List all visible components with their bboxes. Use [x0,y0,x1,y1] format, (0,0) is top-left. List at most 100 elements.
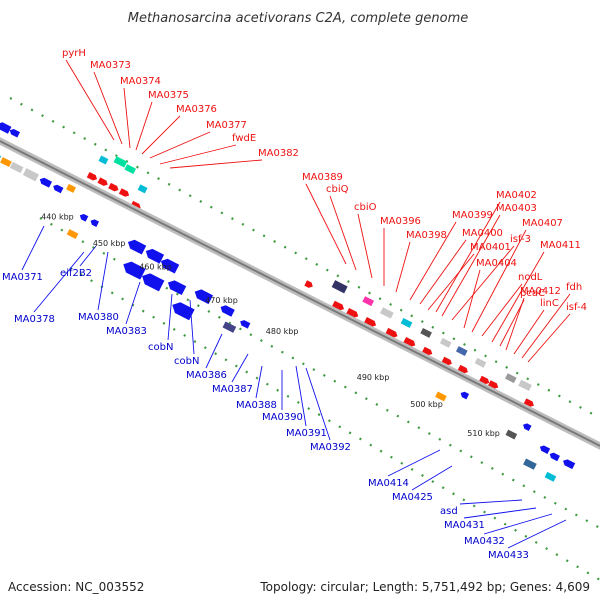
kbp-tick-label: 450 kbp [93,239,126,248]
forward-gene-label: MA0382 [258,148,299,159]
forward-leader [169,159,263,169]
forward-leader [427,253,475,311]
reverse-gene-label: MA0392 [310,442,351,453]
forward-gene-label: MA0399 [452,210,493,221]
reverse-gene-label: asd [440,506,458,517]
gene-low-5 [523,458,537,470]
gene-top-3 [86,171,98,181]
gene-mid-11 [220,305,235,317]
gene-mid-5 [160,258,180,274]
reverse-leader [97,251,109,311]
gene-mid-6 [123,261,146,280]
forward-leader [435,201,501,313]
forward-leader [419,239,467,305]
forward-gene-label: MA0401 [470,242,511,253]
forward-leader [491,251,545,343]
forward-gene-label: pcaC [520,288,545,299]
reverse-gene-label: MA0386 [186,370,227,381]
reverse-gene-label: MA0371 [2,272,43,283]
reverse-gene-label: eif2B2 [60,268,92,279]
forward-gene-label: MA0389 [302,172,343,183]
reverse-leader [459,499,523,505]
kbp-tick-label: 490 kbp [357,373,390,382]
gene-low-1 [460,391,470,400]
map-title: Methanosarcina acetivorans C2A, complete… [128,11,469,26]
forward-gene-label: MA0374 [120,76,161,87]
forward-gene-label: MA0376 [176,104,217,115]
reverse-leader [167,293,173,341]
gene-mid-3 [127,239,147,255]
gene-right-19 [504,373,517,384]
forward-leader [149,131,211,159]
forward-gene-label: cbiO [354,202,377,213]
forward-gene-label: MA0404 [476,258,517,269]
gene-mid-10 [172,302,195,321]
forward-gene-label: MA0403 [496,203,537,214]
kbp-tick-label: 480 kbp [266,327,299,336]
gene-features [0,122,576,482]
reverse-gene-label: MA0433 [488,550,529,561]
gene-mid-2 [66,229,79,239]
reverse-leader [21,225,45,271]
gene-left-2 [0,151,2,162]
gene-mid-8 [167,280,187,296]
kbp-tick-label: 460 kbp [139,262,172,271]
forward-leader [329,195,357,271]
forward-gene-label: MA0412 [520,286,561,297]
reverse-leader [483,513,553,535]
gene-low-0 [435,391,447,402]
kbp-tick-label: 500 kbp [410,400,443,409]
forward-leader [463,269,481,329]
forward-gene-label: MA0411 [540,240,581,251]
backbone-line [0,139,600,448]
gene-low-3 [523,423,532,432]
reverse-leader [125,281,141,325]
forward-gene-label: MA0407 [522,218,563,229]
reverse-leader [387,449,441,477]
gene-top-4 [97,177,108,186]
forward-gene-label: MA0396 [380,216,421,227]
gene-mid-13 [240,320,251,329]
topology-text: Topology: circular; Length: 5,751,492 bp… [260,580,590,594]
forward-gene-label: MA0400 [462,228,503,239]
forward-gene-label: MA0377 [206,120,247,131]
gene-right-1 [331,280,348,294]
gene-top-0 [98,155,109,165]
reverse-gene-label: MA0425 [392,492,433,503]
reverse-leader [411,465,453,491]
forward-gene-label: pyrH [62,48,86,59]
kbp-tick-label: 510 kbp [467,429,500,438]
gene-mid-1 [90,219,100,228]
reverse-gene-label: MA0378 [14,314,55,325]
gene-mid-4 [145,248,165,264]
forward-leader [395,241,411,293]
gene-low-2 [505,429,518,440]
gene-left-1 [9,128,20,138]
reverse-leader [79,245,97,267]
accession-text: Accession: NC_003552 [8,580,145,594]
reverse-leader [305,367,331,441]
reverse-leader [189,299,195,355]
forward-gene-label: MA0375 [148,90,189,101]
gene-left-6 [39,177,53,188]
reverse-gene-label: MA0431 [444,520,485,531]
reverse-gene-label: MA0391 [286,428,327,439]
forward-leader [441,214,501,317]
reverse-leader [463,507,537,519]
forward-leader [93,71,123,145]
gene-left-3 [0,157,12,167]
gene-right-0 [304,280,313,288]
gene-low-8 [563,459,576,470]
forward-leader [513,309,545,355]
forward-leader [521,293,571,359]
forward-leader [409,221,457,301]
reverse-leader [507,519,567,549]
label-leaders [21,59,571,549]
gene-right-14 [455,346,468,356]
reverse-gene-label: MA0388 [236,400,277,411]
reverse-gene-label: cobN [148,342,173,353]
forward-leader [499,299,525,347]
genome-backbone [0,137,600,450]
forward-gene-label: linC [540,298,559,309]
